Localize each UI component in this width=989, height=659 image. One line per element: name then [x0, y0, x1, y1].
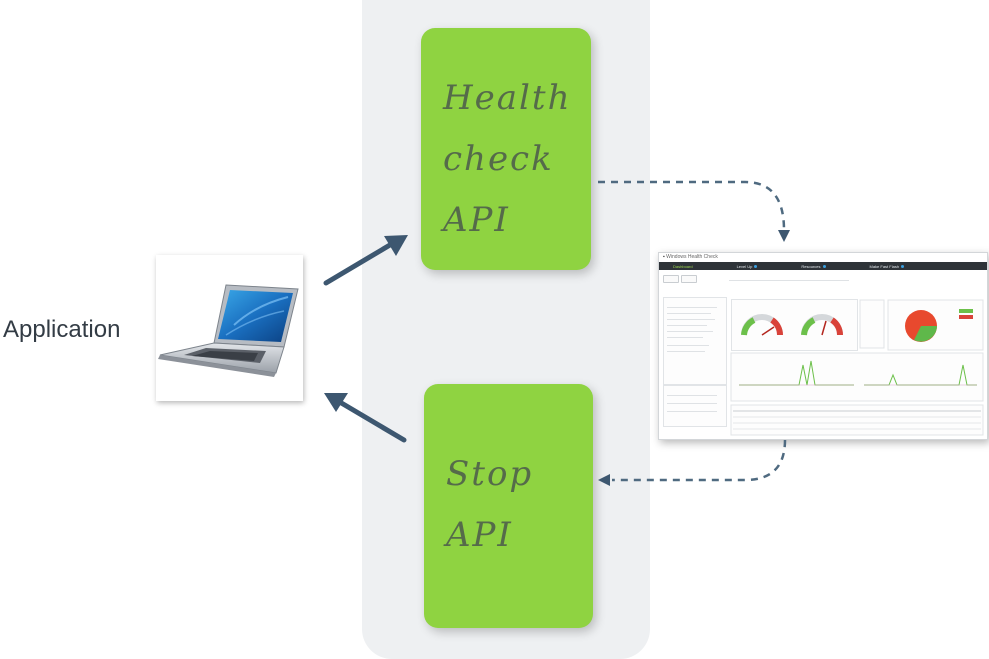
dashboard-left-line-2: [667, 313, 711, 314]
response-arrow: [324, 393, 407, 443]
health-check-api-box: Health check API: [421, 28, 591, 270]
laptop-image: [156, 255, 303, 401]
request-arrow: [323, 235, 408, 286]
dashboard-left-line-4: [667, 325, 707, 326]
health-to-dashboard-arrow: [598, 180, 790, 242]
stop-api-label: Stop API: [446, 454, 534, 555]
dashboard-left2-line-1: [667, 395, 717, 396]
dashboard-left-line-8: [667, 351, 705, 352]
dashboard-button-a[interactable]: [663, 275, 679, 283]
health-check-api-label: Health check API: [443, 78, 572, 240]
dashboard-left-panel-2: [663, 385, 727, 427]
dashboard-search-line: [729, 280, 849, 281]
dashboard-left-line-1: [667, 307, 717, 308]
dashboard-navbar: Dashboard Level Up Resources Make Fast F…: [659, 262, 987, 270]
dashboard-left-line-7: [667, 345, 709, 346]
stop-api-box: Stop API: [424, 384, 593, 628]
dashboard-tab-0[interactable]: Dashboard: [673, 263, 693, 269]
laptop-icon: [158, 284, 299, 377]
dashboard-left-line-5: [667, 331, 713, 332]
dashboard-left2-line-3: [667, 411, 717, 412]
dashboard-to-stop-arrow: [598, 439, 787, 486]
dashboard-left-panel: [663, 297, 727, 385]
dashboard-tab-1[interactable]: Level Up: [737, 264, 758, 269]
dashboard-left-line-6: [667, 337, 703, 338]
dashboard-button-b[interactable]: [681, 275, 697, 283]
dashboard-widgets: [730, 299, 984, 436]
dashboard-tab-2[interactable]: Resources: [801, 264, 826, 269]
dashboard-title: Windows Health Check: [666, 254, 718, 260]
dashboard-titlebar: ▪ Windows Health Check: [659, 253, 987, 262]
dashboard-tab-3[interactable]: Make Fast Flash: [870, 264, 905, 269]
health-dashboard-screenshot: ▪ Windows Health Check Dashboard Level U…: [658, 252, 988, 440]
dashboard-left-line-3: [667, 319, 715, 320]
application-label: Application: [3, 316, 121, 343]
dashboard-left2-line-2: [667, 403, 717, 404]
